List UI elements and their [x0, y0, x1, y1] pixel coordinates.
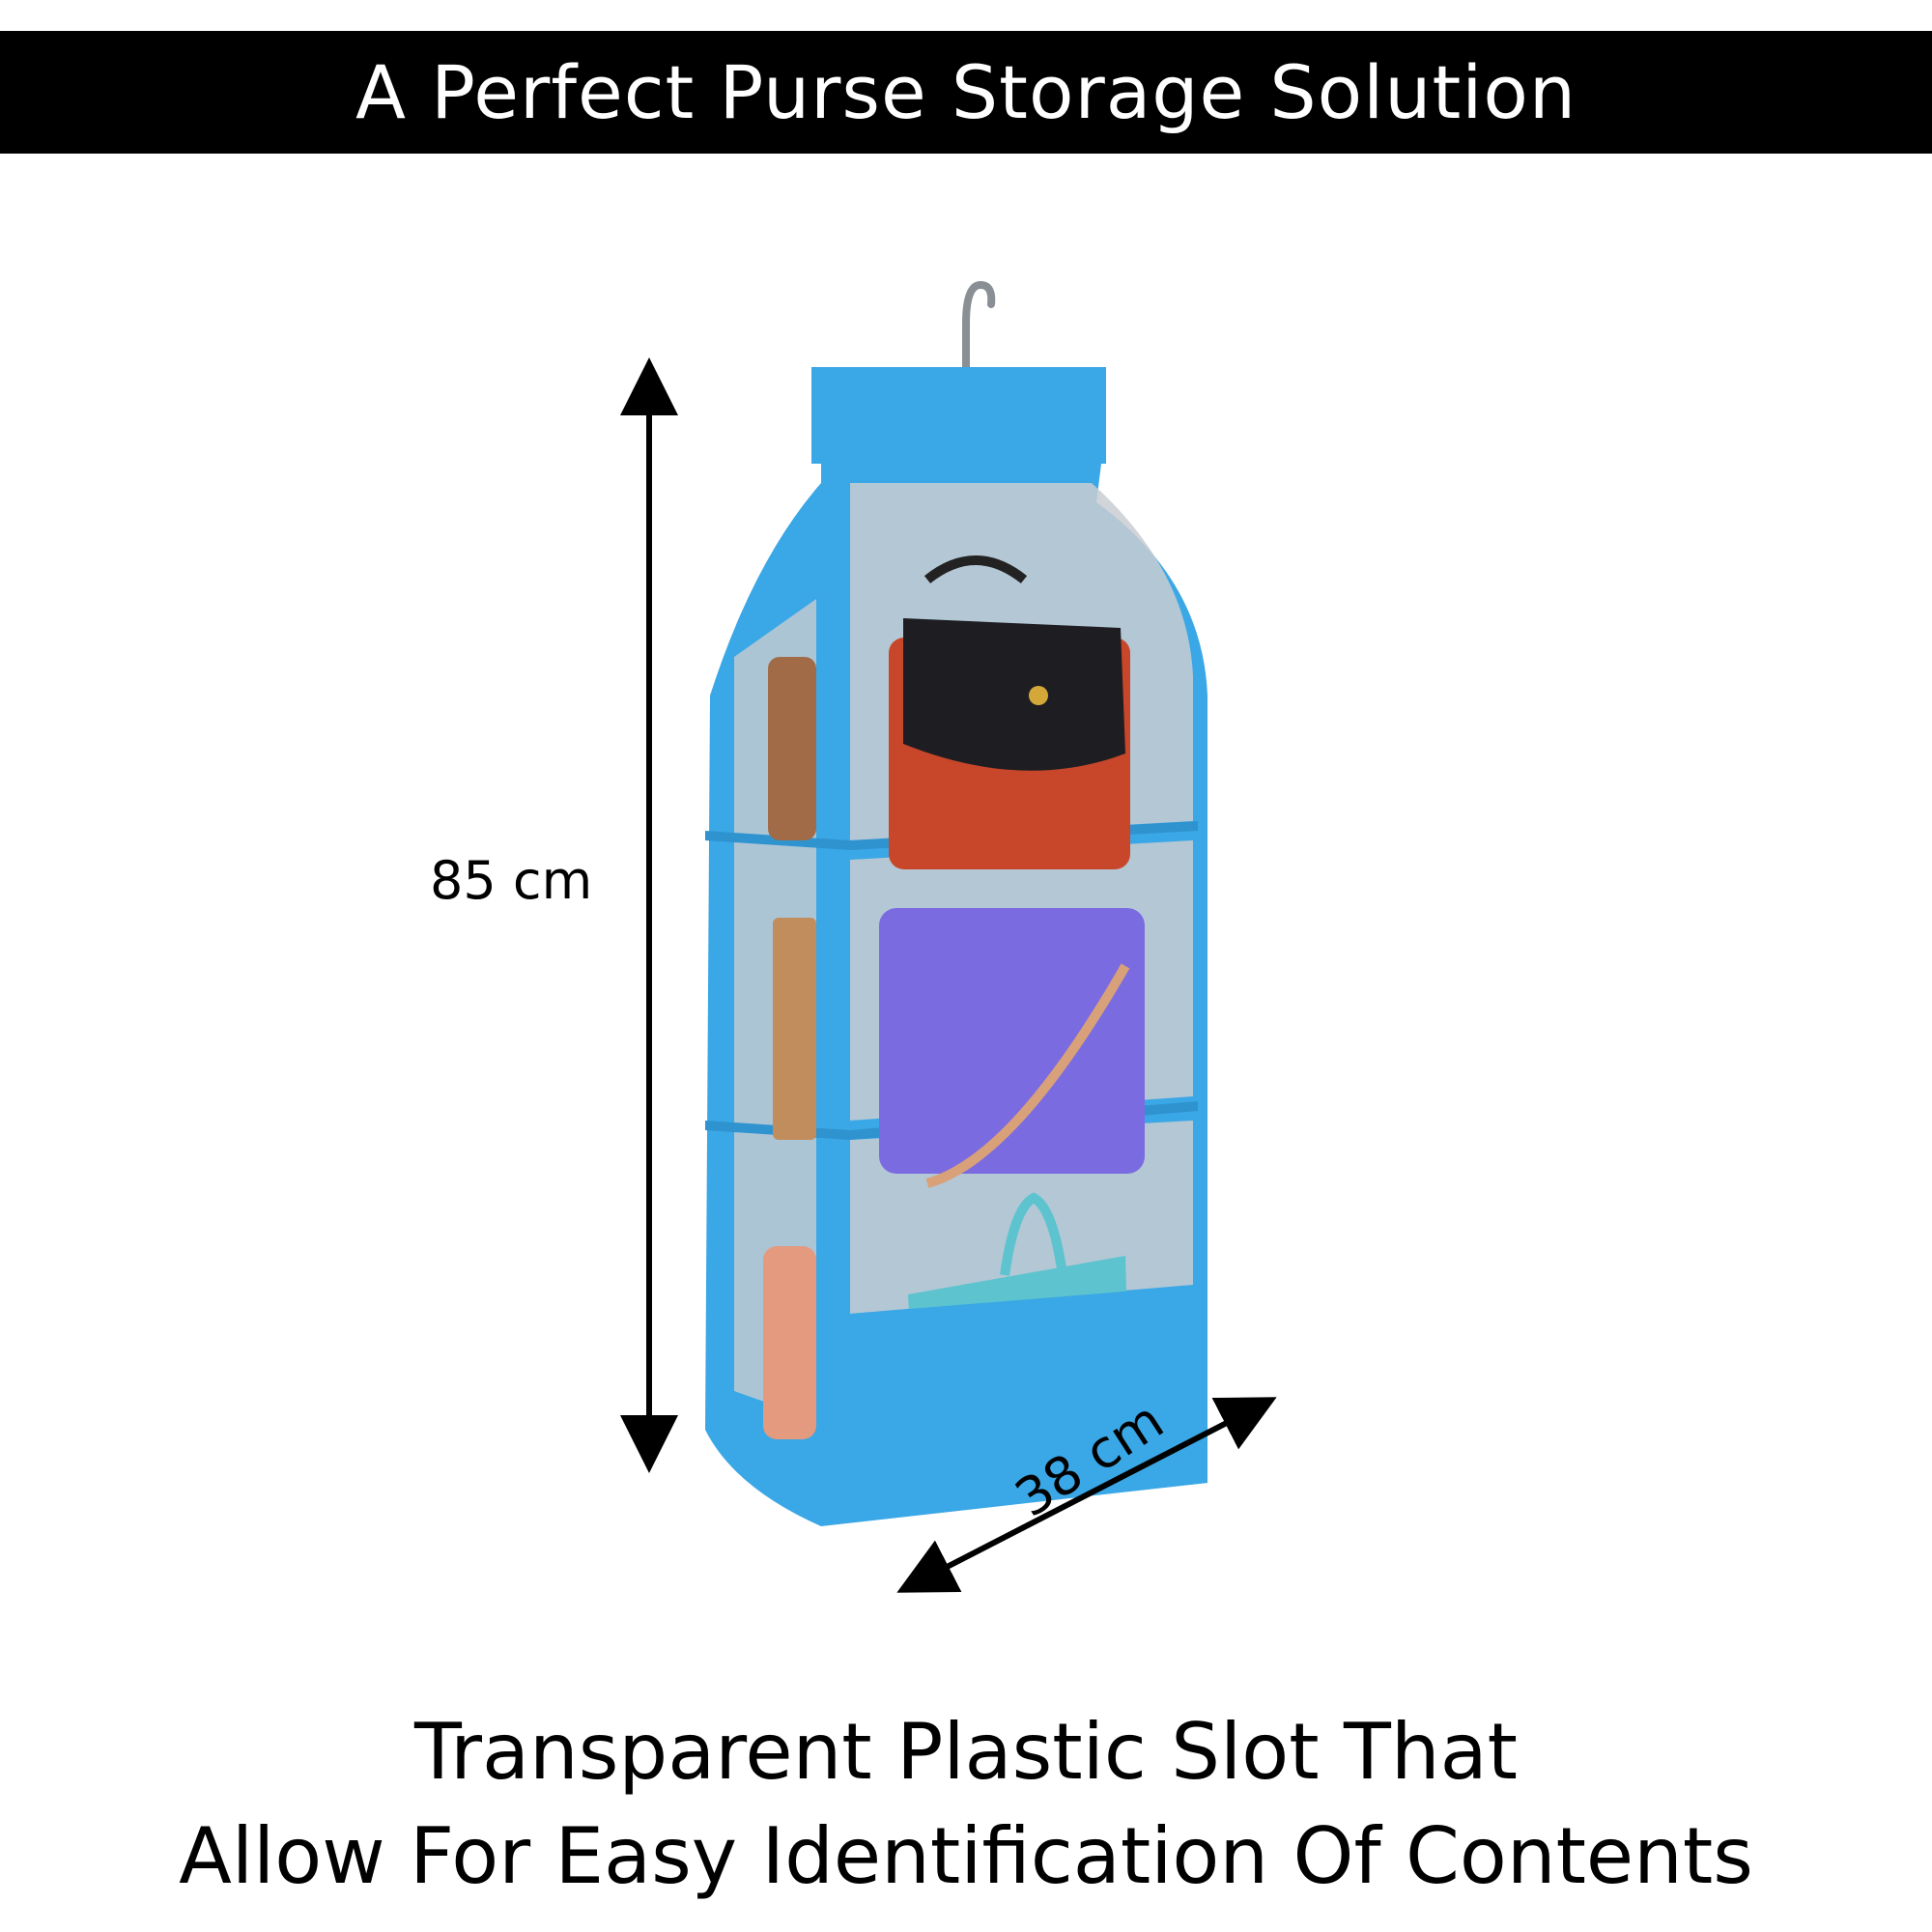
- tan-bag: [773, 918, 816, 1140]
- shelf-2: [705, 1101, 1198, 1140]
- product-illustration: [620, 280, 1277, 1593]
- page-title: A Perfect Purse Storage Solution: [355, 49, 1577, 135]
- red-handbag: [889, 555, 1130, 869]
- caption: Transparent Plastic Slot That Allow For …: [0, 1700, 1932, 1909]
- top-flap: [811, 367, 1106, 464]
- width-arrow: [896, 1397, 1277, 1593]
- title-bar: A Perfect Purse Storage Solution: [0, 31, 1932, 154]
- pink-bag: [763, 1246, 816, 1439]
- brown-bag: [768, 657, 816, 840]
- hanger-hook: [962, 280, 996, 371]
- caption-line-2: Allow For Easy Identification Of Content…: [179, 1811, 1753, 1901]
- caption-line-1: Transparent Plastic Slot That: [414, 1707, 1518, 1797]
- purple-bag: [879, 908, 1145, 1188]
- height-label: 85 cm: [430, 850, 593, 911]
